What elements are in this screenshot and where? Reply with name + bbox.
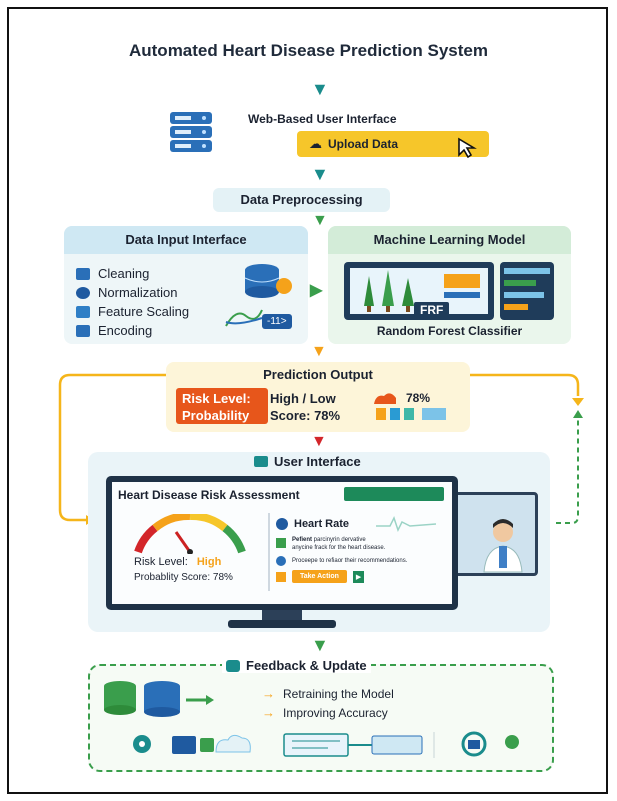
arrow-down-icon: ▼ — [311, 433, 327, 450]
upload-data-button[interactable]: ☁ Upload Data — [297, 131, 489, 157]
data-input-title: Data Input Interface — [64, 226, 308, 254]
heart-icon — [276, 518, 288, 530]
screen-risk-value: High — [196, 556, 222, 568]
screen-risk-label: Risk Level: — [134, 556, 188, 568]
play-icon[interactable]: ▶ — [352, 570, 365, 583]
heartbeat-line-icon — [376, 516, 436, 532]
step-label: Encoding — [98, 323, 153, 338]
feedback-icon — [226, 659, 240, 672]
page-title: Automated Heart Disease Prediction Syste… — [128, 41, 488, 60]
feedback-icon-strip — [133, 731, 519, 758]
upload-button-label: Upload Data — [328, 137, 399, 151]
list-item: Normalization — [76, 285, 189, 300]
check-icon — [276, 538, 286, 548]
probability-value: Score: 78% — [270, 408, 341, 423]
screen-title: Heart Disease Risk Assessment — [118, 488, 300, 502]
list-item: Cleaning — [76, 266, 189, 281]
arrow-down-icon: ▼ — [311, 635, 329, 655]
screen-risk-row: Risk Level: High — [134, 556, 221, 568]
arrow-right-icon: → — [262, 705, 275, 720]
arrow-down-icon: ▼ — [311, 79, 329, 99]
user-interface-title: User Interface — [274, 454, 361, 469]
cloud-upload-icon: ☁ — [309, 136, 322, 151]
divider — [268, 513, 270, 591]
feedback-title: Feedback & Update — [246, 658, 367, 673]
cleaning-icon — [76, 267, 90, 280]
prediction-title: Prediction Output — [263, 367, 373, 382]
arrow-down-icon: ▼ — [311, 343, 327, 360]
heart-rate-row: Heart Rate — [276, 518, 349, 530]
info-row-2: Proceepe to refiaor their recommendation… — [276, 556, 407, 566]
action-row: Take Action ▶ — [276, 570, 365, 583]
screen-header-bar — [344, 487, 444, 501]
risk-value: High / Low — [270, 391, 336, 406]
result-chart-icon — [374, 393, 446, 420]
database-stack-icon — [104, 681, 214, 717]
list-item: → Improving Accuracy — [262, 705, 394, 720]
scaling-icon — [76, 305, 90, 318]
pencil-icon — [276, 571, 286, 582]
info-row-1: Pefient parcinyrin dervative anycine fra… — [276, 536, 385, 552]
arrow-down-icon: ▼ — [311, 164, 329, 184]
heart-rate-label: Heart Rate — [294, 518, 350, 530]
frf-badge: FRF — [414, 302, 450, 318]
info-text-1c: anycine frack for the heart disease. — [292, 545, 386, 551]
list-item: → Retraining the Model — [262, 686, 394, 701]
risk-gauge-icon — [134, 514, 246, 554]
info-text-1a: Pefient — [292, 537, 313, 543]
step-label: Feature Scaling — [98, 304, 190, 319]
feedback-header: Feedback & Update — [222, 658, 371, 673]
web-ui-label: Web-Based User Interface — [248, 112, 397, 126]
feedback-list: → Retraining the Model → Improving Accurac… — [262, 686, 394, 720]
risk-key-label: Risk Level: — [182, 391, 251, 406]
monitor-base — [228, 620, 336, 628]
encoding-icon — [76, 324, 90, 337]
gear-icon — [76, 286, 90, 299]
info-text-1b: parcinyrin dervative — [312, 537, 366, 543]
doctor-avatar-icon — [483, 519, 523, 573]
info-icon — [276, 556, 286, 566]
info-text-1: Pefient parcinyrin dervative anycine fra… — [292, 536, 385, 552]
prediction-output-panel: Prediction Output Risk Level: Probabilit… — [166, 362, 470, 432]
arrow-right-icon: → — [262, 686, 275, 701]
data-preprocessing-box: Data Preprocessing — [213, 188, 390, 212]
interface-icon — [254, 456, 268, 467]
server-icon — [170, 112, 212, 152]
feedback-item-label: Improving Accuracy — [283, 705, 388, 720]
monitor-neck — [262, 610, 302, 620]
list-item: Feature Scaling — [76, 304, 189, 319]
probability-key-label: Probability — [182, 408, 250, 423]
risk-key-bg — [176, 388, 268, 424]
step-label: Normalization — [98, 285, 178, 300]
list-item: Encoding — [76, 323, 189, 338]
info-text-2: Proceepe to refiaor their recommendation… — [292, 558, 408, 564]
probability-percent: 78% — [406, 391, 431, 405]
screen-probability-text: Probablity Score: 78% — [134, 572, 233, 583]
arrow-right-icon: ▶ — [310, 282, 323, 299]
data-input-panel: Data Input Interface Cleaning Normalizat… — [64, 226, 308, 344]
chart-icon — [225, 309, 263, 327]
preprocessing-steps-list: Cleaning Normalization Feature Scaling E… — [76, 266, 189, 338]
user-interface-header: User Interface — [254, 454, 361, 469]
ml-model-caption: Random Forest Classifier — [376, 324, 523, 338]
database-icon — [244, 264, 292, 298]
cursor-icon — [458, 137, 477, 158]
take-action-button[interactable]: Take Action — [292, 570, 347, 583]
ml-model-title: Machine Learning Model — [328, 226, 571, 254]
feedback-item-label: Retraining the Model — [283, 686, 394, 701]
encoding-badge: -11> — [262, 314, 292, 329]
ml-model-panel: Machine Learning Model FRF Random Forest… — [328, 226, 571, 344]
arrow-down-icon: ▼ — [312, 212, 328, 229]
step-label: Cleaning — [98, 266, 150, 281]
